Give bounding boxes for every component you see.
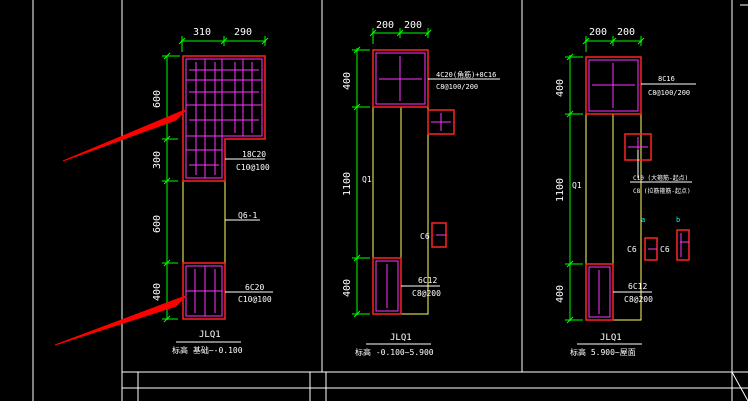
panel3-dim-200a: 200 xyxy=(589,27,607,38)
panel2-tie-detail xyxy=(427,109,455,135)
panel3-top-stirrup-label: C8@100/200 xyxy=(648,89,690,97)
panel-1-base-section: 310 290 600 300 600 400 xyxy=(54,27,273,355)
panel3-wall-label: Q1 xyxy=(572,181,582,190)
panel1-wall-outline xyxy=(182,181,226,263)
panel2-bottom-rebar-label: 6C12 xyxy=(418,276,437,285)
panel3-c6-detail-b xyxy=(676,229,690,261)
panel3-bottom-stirrup-label: C8@200 xyxy=(624,295,653,304)
panel3-dim-200b: 200 xyxy=(617,27,635,38)
panel2-c6-detail xyxy=(431,222,447,248)
panel1-top-dimension xyxy=(178,36,269,52)
panel1-bottom-rebar-label: 6C20 xyxy=(245,283,264,292)
panel3-marker-b: b xyxy=(676,216,680,224)
panel2-left-dimension xyxy=(352,46,370,318)
panel3-c6b-label: C6 xyxy=(660,245,670,254)
panel2-top-rebar-label: 4C20(角筋)+8C16 xyxy=(436,70,496,79)
panel2-top-dimension xyxy=(369,28,432,44)
panel3-top-rebar-label: 8C16 xyxy=(658,75,675,83)
panel1-top-rebar-label: 18C20 xyxy=(242,150,266,159)
panel3-dim-400b: 400 xyxy=(555,285,566,303)
panel3-bottom-rebar-label: 6C12 xyxy=(628,282,647,291)
panel2-title: JLQ1 xyxy=(390,333,412,343)
panel1-title: JLQ1 xyxy=(199,330,221,340)
panel1-top-column xyxy=(182,55,266,182)
panel2-dim-400b: 400 xyxy=(342,279,353,297)
panel1-bottom-stirrup-label: C10@100 xyxy=(238,295,272,304)
panel1-bottom-column xyxy=(182,262,226,320)
panel3-top-dimension xyxy=(582,36,645,52)
panel-3-right-section: 200 200 400 1100 400 Q1 xyxy=(555,27,696,357)
panel3-elevation: 标高 5.900~屋面 xyxy=(570,347,636,357)
panel1-elevation: 标高 基础~-0.100 xyxy=(172,345,243,355)
panel3-tie-detail xyxy=(624,133,652,178)
panel2-c6-label: C6 xyxy=(420,232,430,241)
panel2-dim-200a: 200 xyxy=(376,20,394,31)
panel2-top-stirrup-label: C8@100/200 xyxy=(436,83,478,91)
panel2-dim-200b: 200 xyxy=(404,20,422,31)
panel3-c10-label: C10 (大箍筋-起点) xyxy=(633,174,688,182)
panel1-left-dimension xyxy=(162,52,180,323)
panel-2-middle-section: 200 200 400 1100 400 Q1 xyxy=(342,20,500,357)
panel2-wall-label: Q1 xyxy=(362,175,372,184)
panel2-top-column xyxy=(372,49,429,108)
panel1-dim-400: 400 xyxy=(152,283,163,301)
panel3-dim-1100: 1100 xyxy=(555,178,566,202)
panel1-mid-label: Q6-1 xyxy=(238,211,257,220)
panel3-dim-400a: 400 xyxy=(555,79,566,97)
panel3-c6a-label: C6 xyxy=(627,245,637,254)
panel2-dim-1100: 1100 xyxy=(342,172,353,196)
panel1-top-stirrup-label: C10@100 xyxy=(236,163,270,172)
panel3-top-column xyxy=(585,56,642,115)
panel3-title: JLQ1 xyxy=(600,333,622,343)
panel3-c6-detail-a xyxy=(644,237,658,261)
pointer-arrow-bottom xyxy=(54,295,187,346)
panel1-dim-600a: 600 xyxy=(152,90,163,108)
panel3-c8-label: C8 (拉筋箍筋-起点) xyxy=(633,187,691,195)
panel1-dim-310: 310 xyxy=(193,27,211,38)
pointer-arrow-top xyxy=(62,109,187,162)
panel2-dim-400a: 400 xyxy=(342,72,353,90)
panel1-dim-290: 290 xyxy=(234,27,252,38)
panel1-dim-600b: 600 xyxy=(152,215,163,233)
panel2-bottom-stirrup-label: C8@200 xyxy=(412,289,441,298)
panel3-left-dimension xyxy=(565,53,583,324)
panel2-elevation: 标高 -0.100~5.900 xyxy=(355,347,434,357)
panel3-marker-a: a xyxy=(641,216,645,224)
panel1-dim-300: 300 xyxy=(152,151,163,169)
